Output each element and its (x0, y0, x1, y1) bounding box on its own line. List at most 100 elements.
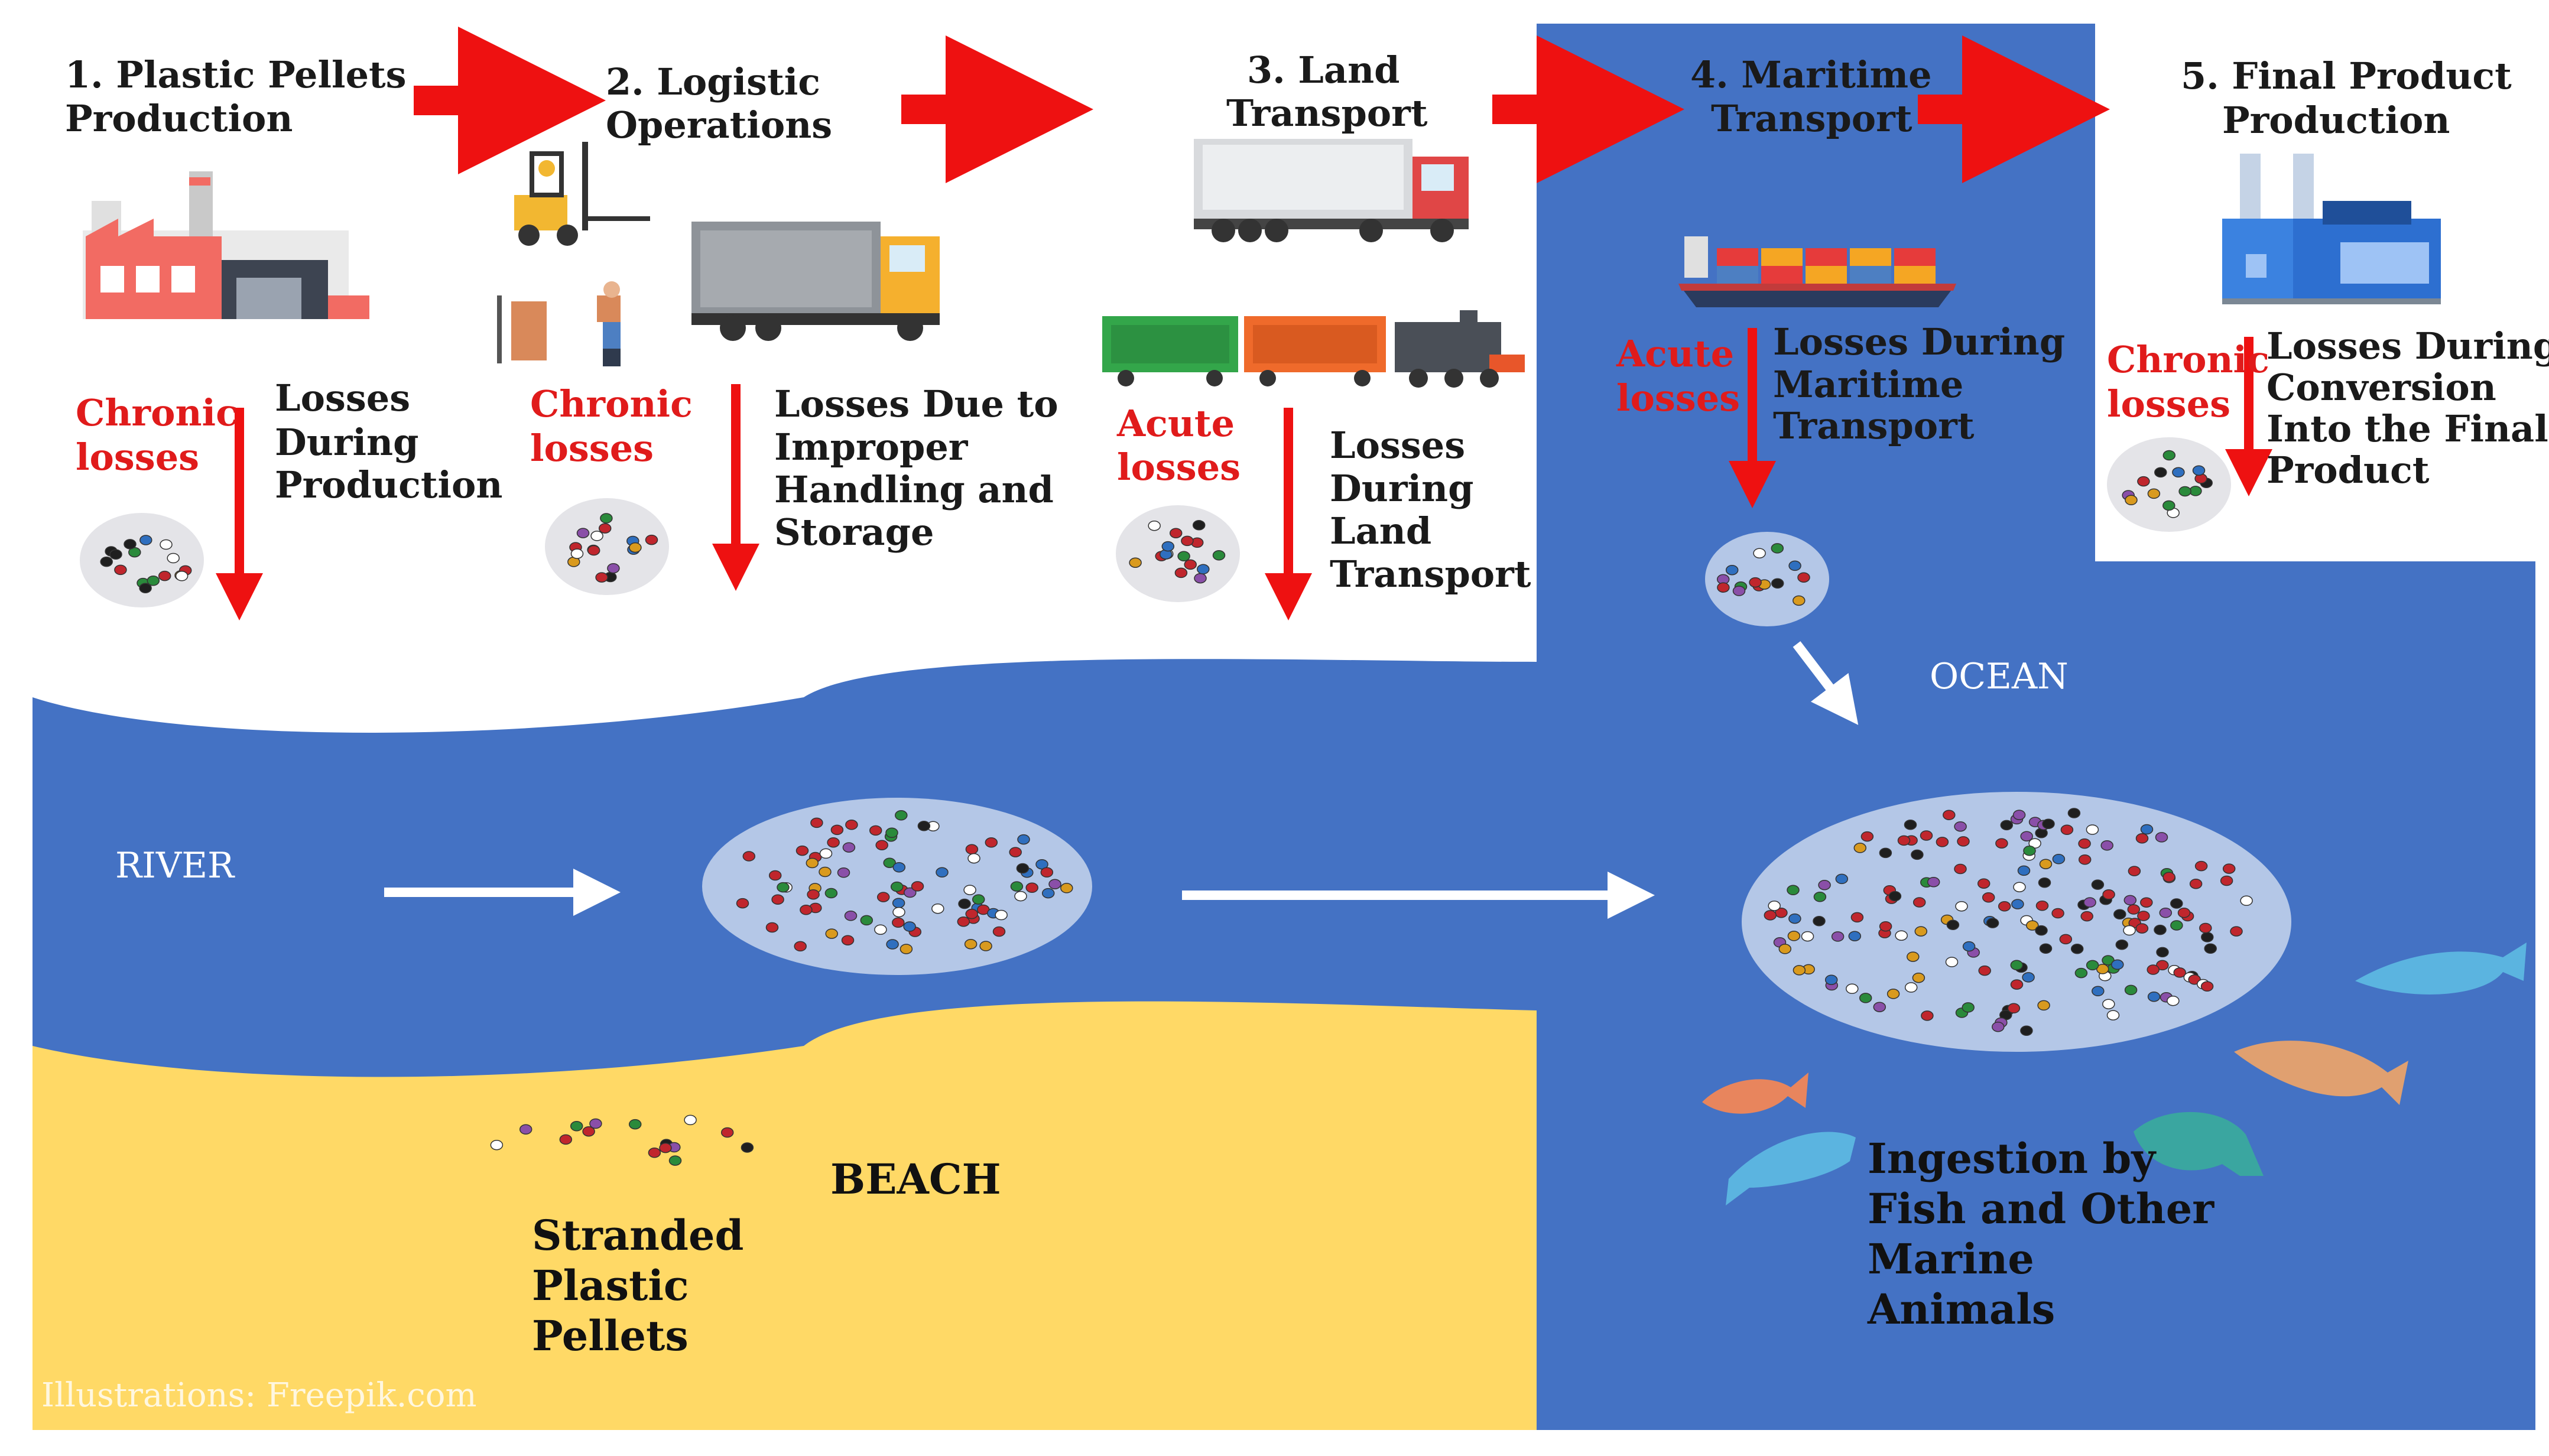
pellet (2204, 943, 2217, 954)
pellet (1886, 989, 1900, 999)
pellet (736, 898, 749, 909)
pellet (1927, 876, 1940, 888)
pellet-pool-1 (80, 513, 204, 607)
pellet (139, 583, 152, 594)
pellet (964, 938, 978, 950)
pellet (1853, 843, 1867, 853)
pellet (800, 905, 813, 915)
pellet (1129, 557, 1142, 568)
pellet (2162, 500, 2175, 511)
pellet (1946, 919, 1960, 930)
pellets (100, 450, 2253, 1166)
pellet-pool-3 (1116, 505, 1240, 602)
pellet (741, 1142, 754, 1153)
pellet (874, 924, 887, 935)
stage-2-title-line-2: Operations (606, 103, 832, 147)
pellet (684, 1114, 697, 1126)
pellet (842, 842, 856, 853)
pellet (824, 888, 838, 899)
pellet (931, 903, 944, 914)
pellet (1040, 867, 1054, 878)
pellet (576, 528, 590, 538)
stage-4-loss-desc-line-3: Transport (1773, 404, 1975, 447)
pellet-pool-5 (2107, 437, 2231, 532)
pellet (1945, 957, 1959, 967)
stranded-pellets-line-1: Stranded (532, 1211, 743, 1260)
pellet (139, 535, 152, 545)
pellet (2020, 1025, 2033, 1036)
pellet (2220, 875, 2233, 886)
pellet (1753, 548, 1766, 558)
pellet (1771, 543, 1784, 554)
pellet (2106, 1010, 2120, 1020)
pellet (806, 857, 819, 869)
pellet (1778, 944, 1792, 954)
pellet (807, 889, 820, 900)
pellet (1879, 847, 1892, 859)
pellet (2102, 999, 2115, 1009)
pellet (2125, 495, 2138, 506)
pellet (900, 944, 913, 954)
stage-5-loss-desc-line-2: Conversion (2267, 366, 2496, 409)
pellet (2039, 859, 2053, 869)
pellet (2017, 865, 2031, 876)
pellet (2123, 925, 2136, 936)
pellet (1998, 901, 2011, 912)
pellet (645, 534, 658, 545)
pellet (830, 824, 844, 836)
pellet (771, 894, 784, 905)
stage-3-loss-desc-line-2: During (1330, 467, 1474, 510)
pellet (2170, 898, 2183, 909)
pellet (598, 523, 612, 534)
stage-3-title-line-2: Transport (1226, 92, 1428, 135)
stage-5-loss-desc-line-3: Into the Final (2267, 407, 2548, 450)
pellet (1177, 551, 1190, 562)
pellet (1764, 910, 1777, 921)
pellet (2080, 911, 2093, 922)
pellet (1907, 951, 1920, 962)
pellet (1813, 916, 1826, 927)
truck-illustration-1 (691, 222, 940, 341)
pellet (2010, 979, 2024, 990)
river-label: RIVER (115, 845, 235, 886)
stage-5-loss-type-line-2: losses (2107, 382, 2230, 425)
pellet (158, 570, 171, 581)
pellet (2135, 833, 2149, 844)
pellet (490, 1139, 504, 1150)
pellet (2091, 879, 2105, 890)
fish-2 (1726, 1132, 1856, 1205)
pellet (587, 545, 600, 556)
pellet (1797, 572, 1810, 583)
train-illustration (1102, 310, 1525, 388)
pellet (100, 556, 113, 567)
pellet (595, 572, 608, 583)
pellet (1911, 849, 1924, 860)
stage-2-loss-desc-line-3: Handling and (774, 468, 1054, 511)
pellet (1995, 838, 2008, 849)
pellet (2128, 866, 2141, 876)
stage-4-title-line-1: 4. Maritime (1690, 53, 1932, 96)
pellet (1732, 586, 1746, 596)
pellet (160, 539, 173, 550)
fish-4 (2234, 1041, 2408, 1105)
pellet (992, 926, 1006, 937)
ingestion-line-1: Ingestion by (1868, 1134, 2157, 1183)
pellet (1212, 550, 1226, 561)
pellet (1859, 993, 1872, 1003)
pellet (559, 1134, 573, 1145)
ocean-pellet-pool (1742, 792, 2291, 1052)
pellet (668, 1155, 682, 1166)
pellet (985, 837, 998, 848)
pellet (2173, 967, 2186, 978)
pellet (2042, 818, 2055, 830)
pellet (794, 941, 807, 952)
pellet (2059, 934, 2073, 945)
pellet (844, 911, 858, 921)
pellet (777, 882, 790, 893)
stage-5-loss-desc-line-1: Losses During (2267, 324, 2549, 368)
pellet (1897, 835, 1911, 846)
pellet (883, 857, 896, 868)
pellet (979, 941, 992, 951)
stage-5-loss-type-line-1: Chronic (2107, 338, 2269, 381)
pellet (2194, 860, 2208, 872)
